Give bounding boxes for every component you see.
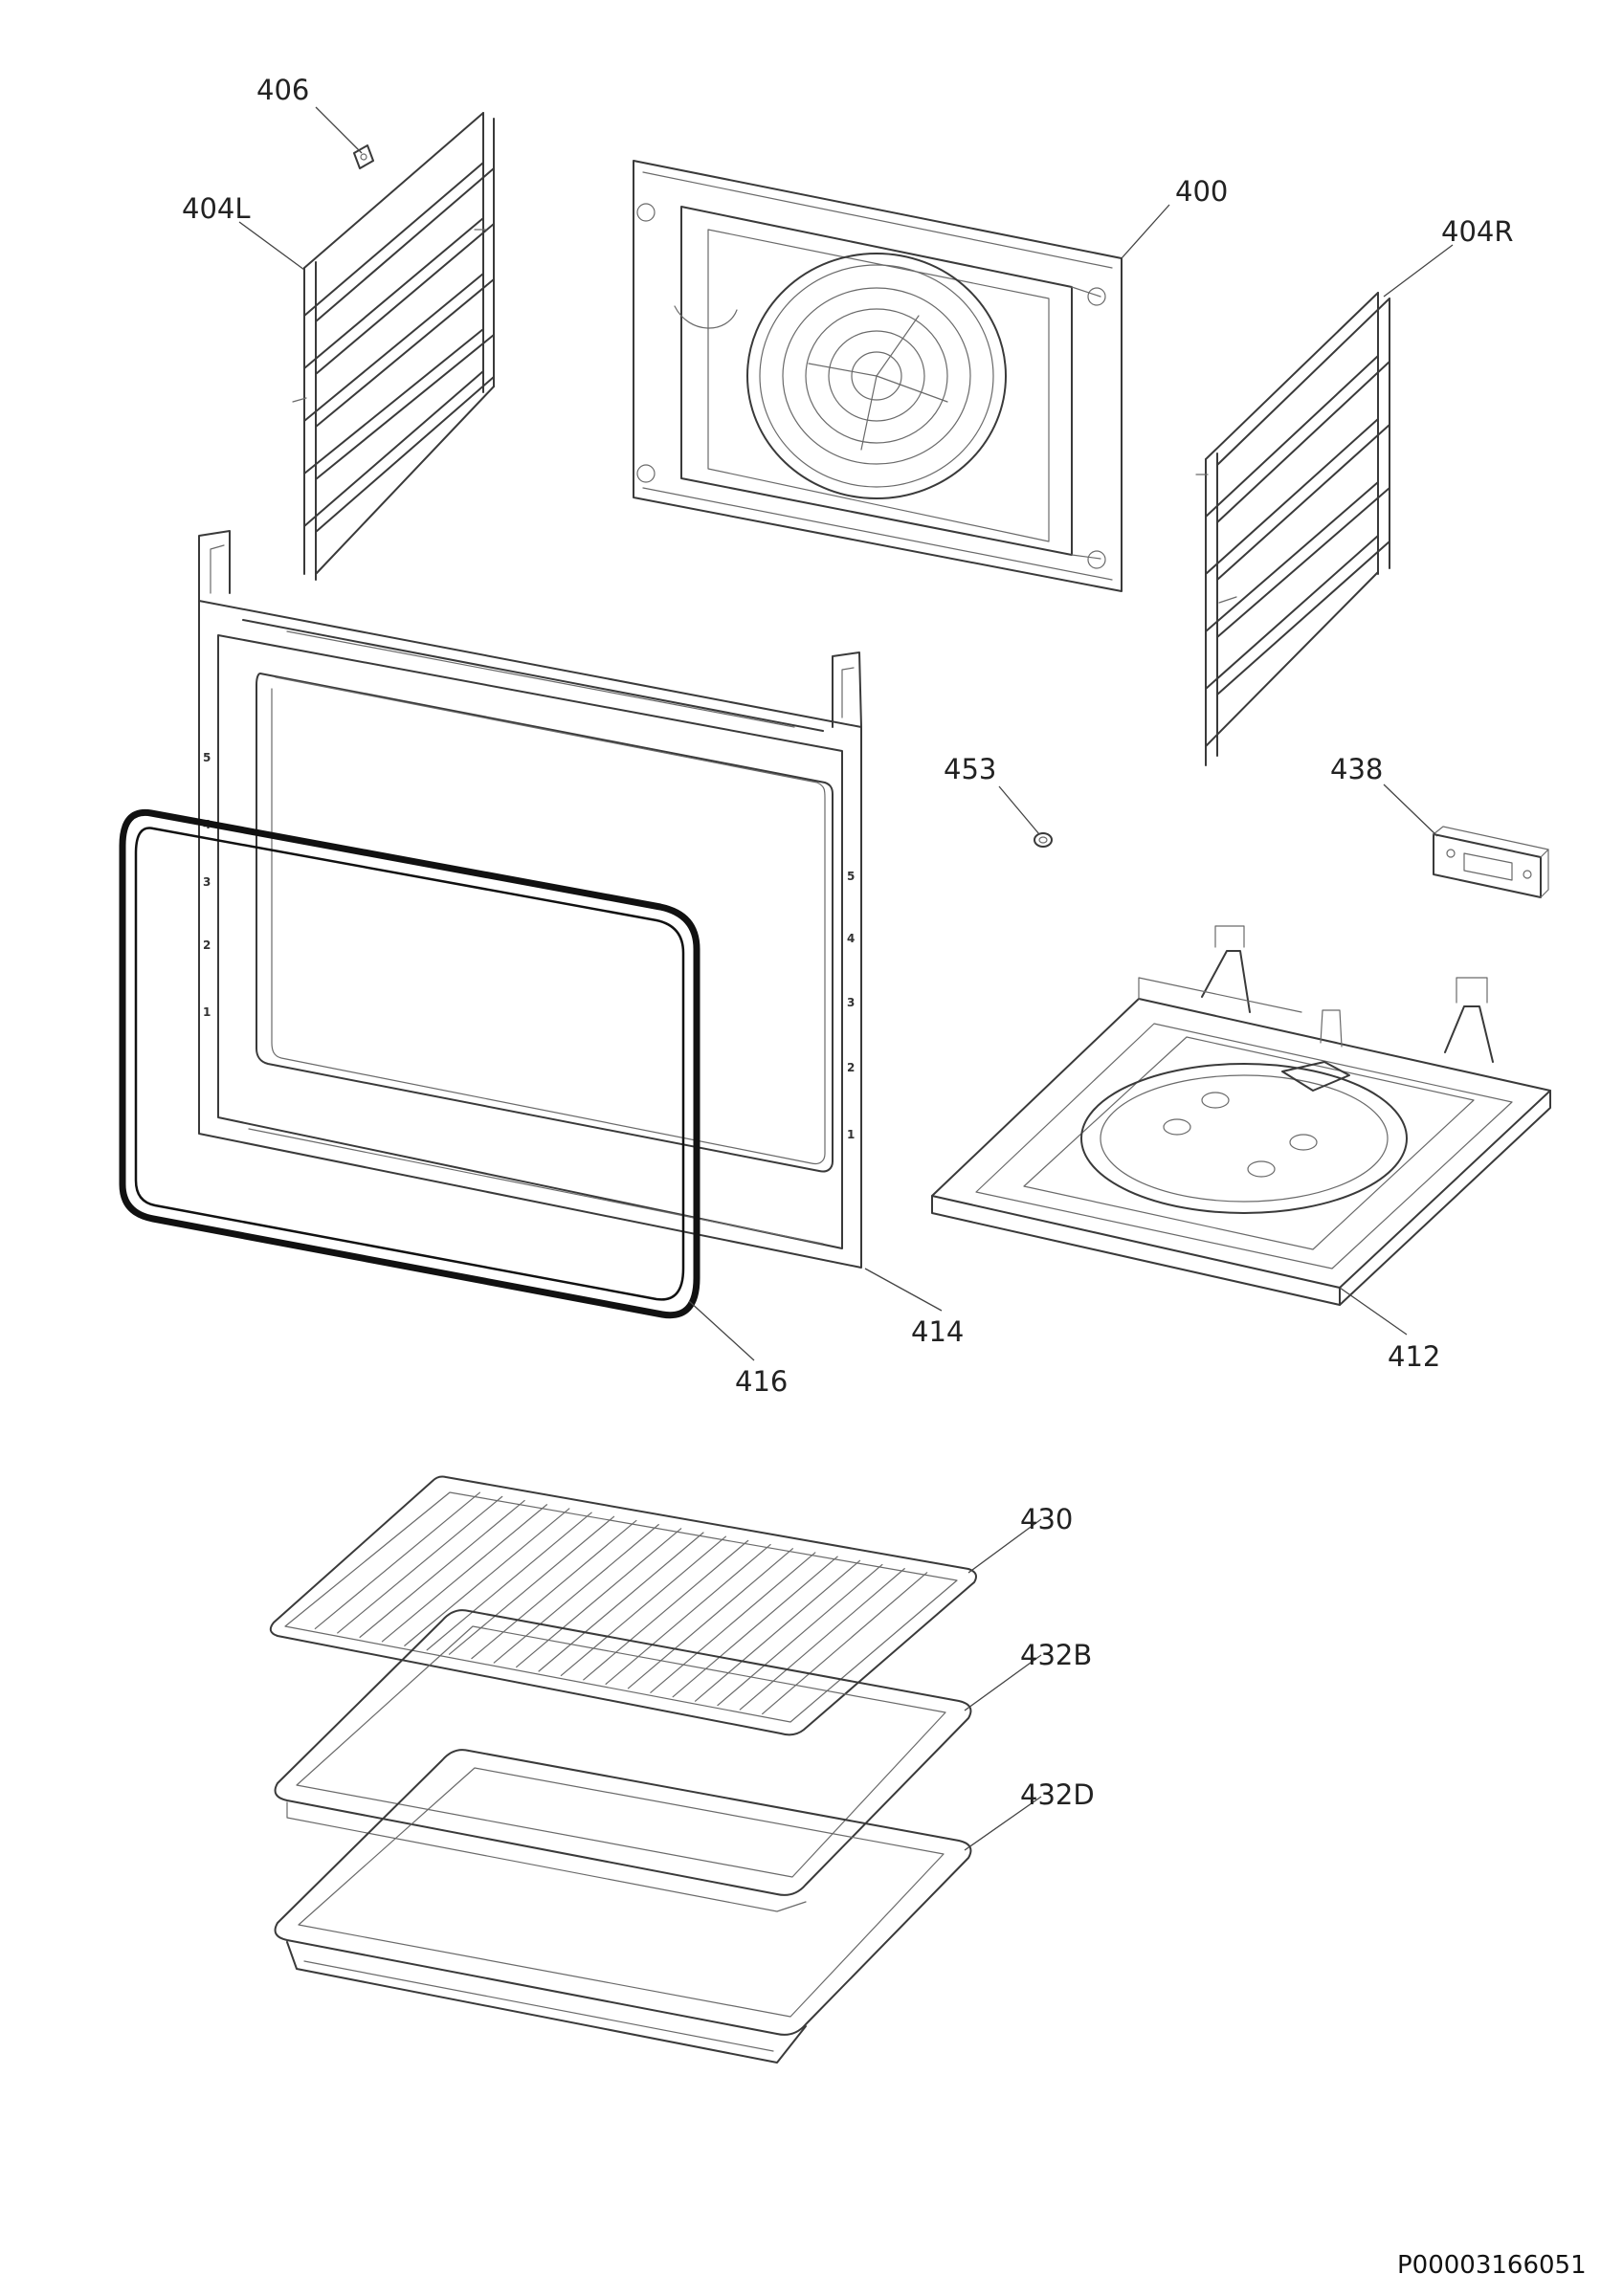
label-438: 438 — [1330, 753, 1383, 785]
part-404R-right-shelf-support — [1195, 292, 1390, 766]
left-shelf-number: 1 — [203, 1005, 211, 1019]
left-shelf-number: 3 — [203, 875, 211, 889]
drawing-reference-number: P00003166051 — [1397, 2251, 1587, 2280]
part-404L-left-shelf-support — [292, 112, 495, 581]
label-416: 416 — [735, 1365, 788, 1398]
label-404L: 404L — [182, 192, 251, 225]
wire-shelf-rod — [627, 1548, 794, 1689]
right-shelf-number: 1 — [847, 1128, 855, 1141]
wire-shelf-rod — [516, 1528, 682, 1668]
label-412: 412 — [1388, 1340, 1440, 1373]
right-shelf-number: 4 — [847, 932, 855, 945]
part-453-screw — [1034, 832, 1053, 848]
leader-lines — [238, 106, 1454, 1851]
right-shelf-number: 5 — [847, 870, 855, 883]
part-400-back-panel — [633, 160, 1123, 592]
wire-shelf-rod — [493, 1524, 659, 1664]
wire-shelf-rod — [404, 1508, 570, 1646]
wire-shelf-rod — [672, 1556, 838, 1698]
label-400: 400 — [1175, 175, 1228, 208]
wire-shelf-rod — [448, 1515, 615, 1655]
wire-shelf-rod — [337, 1495, 503, 1634]
part-412-bottom-plate — [931, 925, 1551, 1306]
wire-shelf-rod — [314, 1491, 480, 1630]
wire-shelf-rod — [381, 1504, 548, 1643]
wire-shelf-rod — [762, 1572, 928, 1715]
label-453: 453 — [944, 753, 996, 785]
label-432B: 432B — [1020, 1639, 1092, 1671]
wire-shelf-rod — [717, 1563, 883, 1707]
wire-shelf-rod — [538, 1532, 704, 1672]
part-432B-baking-tray — [274, 1609, 972, 1912]
right-shelf-number: 2 — [847, 1061, 855, 1074]
wire-shelf-rod — [359, 1499, 525, 1638]
wire-shelf-rod — [694, 1559, 861, 1702]
left-shelf-number: 5 — [203, 751, 211, 764]
wire-shelf-rod — [583, 1539, 749, 1681]
label-404R: 404R — [1441, 215, 1514, 248]
wire-shelf-rod — [739, 1568, 905, 1711]
label-432D: 432D — [1020, 1778, 1095, 1811]
part-430-wire-shelf — [269, 1475, 977, 1736]
part-438-bracket — [1433, 826, 1549, 898]
wire-shelf-rod — [650, 1552, 816, 1693]
wire-shelf-rod — [471, 1519, 637, 1660]
wire-shelf-rod — [426, 1512, 592, 1651]
part-414-front-frame: 5 4 3 2 1 5 4 3 2 1 — [198, 530, 862, 1269]
label-430: 430 — [1020, 1503, 1073, 1535]
label-414: 414 — [911, 1315, 964, 1348]
part-416-door-gasket — [119, 808, 700, 1319]
right-shelf-number: 3 — [847, 996, 855, 1009]
wire-shelf-rod — [605, 1543, 771, 1685]
part-406-clip — [353, 144, 374, 169]
wire-shelf-rod — [560, 1535, 726, 1677]
wire-shelf-rods — [314, 1491, 928, 1715]
part-432D-deep-tray — [274, 1749, 972, 2064]
label-406: 406 — [256, 74, 309, 106]
left-shelf-number: 2 — [203, 938, 211, 952]
